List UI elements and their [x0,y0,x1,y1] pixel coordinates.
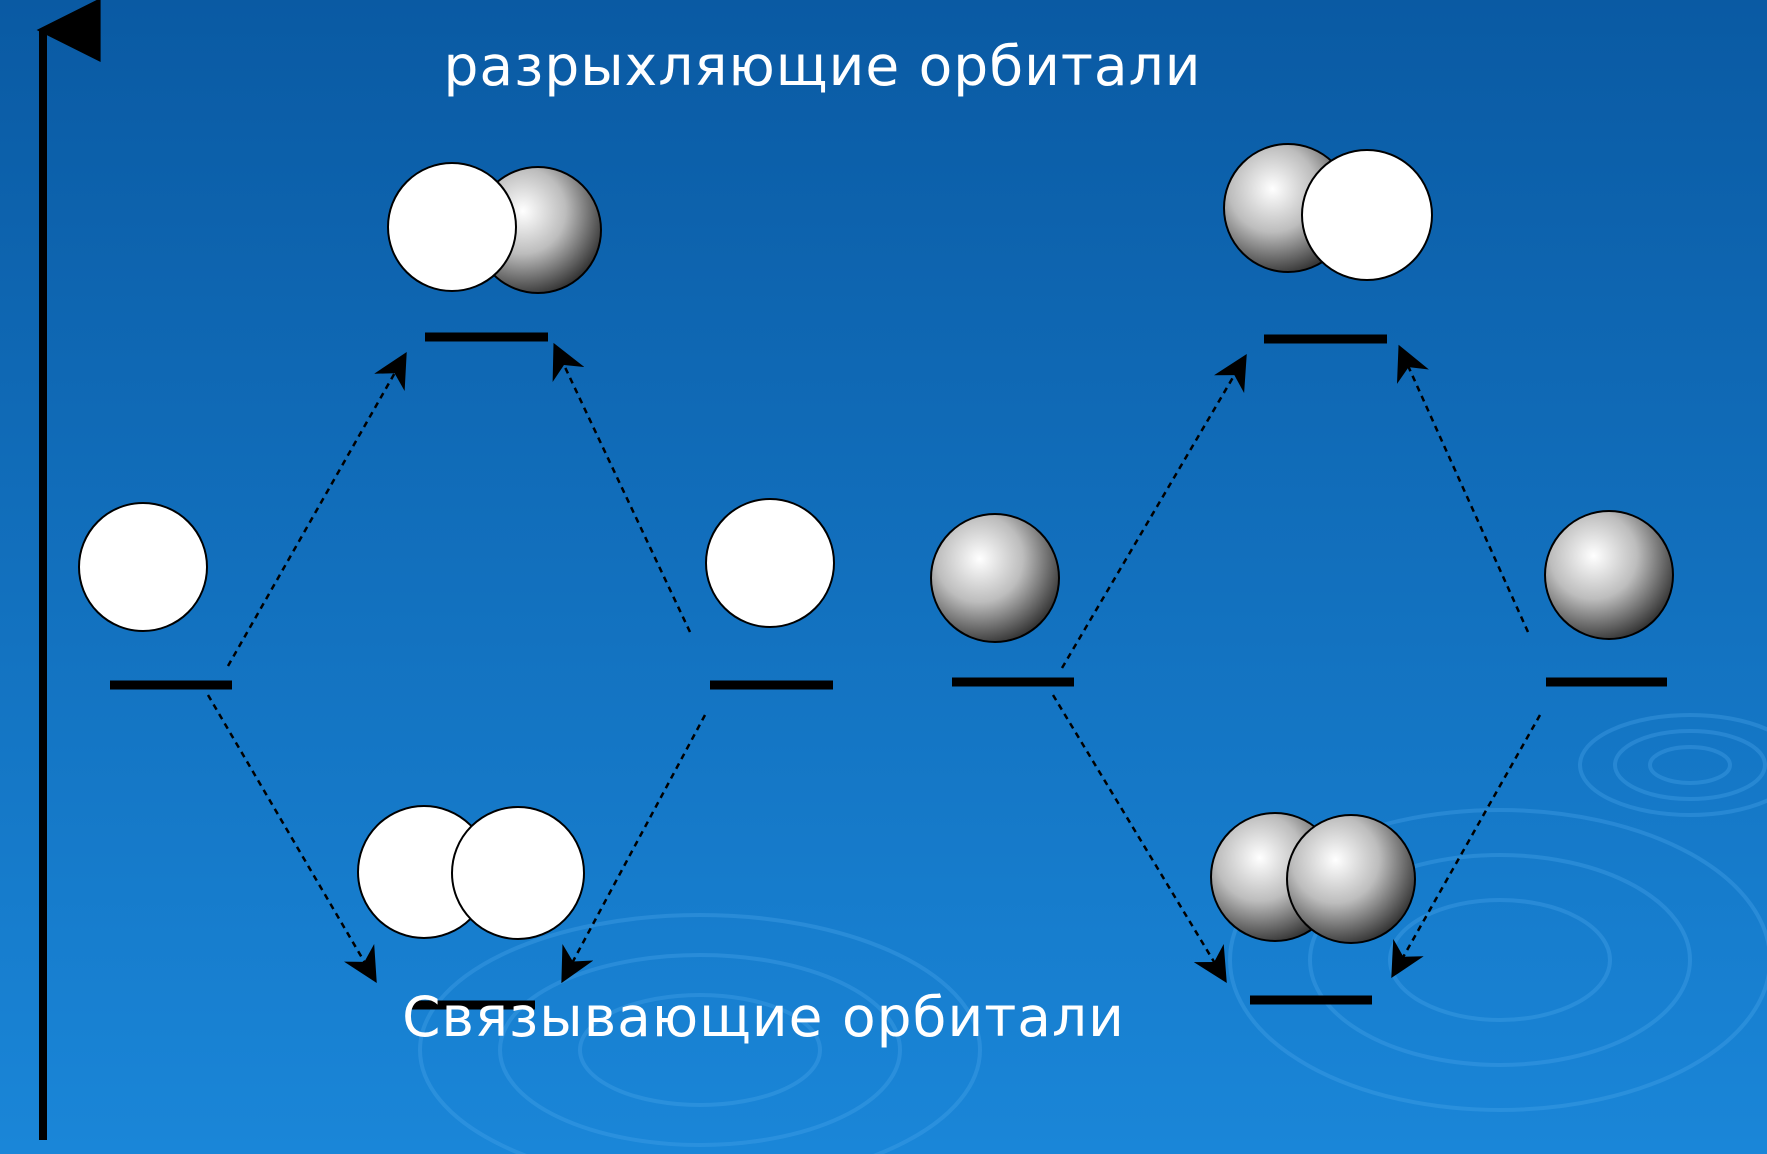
right-arrow-to-bonding-2 [1391,714,1542,979]
right-mo-diagram [930,143,1674,1005]
right-arrow-to-antibonding-2 [1396,344,1530,633]
left-arrow-to-bonding-1 [206,694,377,984]
left-antibonding-lobe-white [387,162,517,292]
right-arrow-to-antibonding-1 [1060,353,1247,669]
left-bonding-lobe-2 [451,806,585,940]
antibonding-orbitals-label: разрыхляющие орбитали [443,34,1202,98]
right-atomic-orbital-1 [930,513,1060,643]
left-atomic-orbital-1 [78,502,208,632]
water-ripples-decoration [418,713,1767,1154]
left-arrow-to-antibonding-2 [552,342,692,633]
right-atomic-orbital-2 [1544,510,1674,640]
left-mo-diagram [78,162,835,1010]
right-bonding-lobe-2 [1286,814,1416,944]
right-arrow-to-bonding-1 [1051,694,1227,983]
bonding-orbitals-label: Связывающие орбитали [402,985,1125,1049]
left-arrow-to-antibonding-1 [226,351,407,667]
left-atomic-orbital-2 [705,498,835,628]
right-antibonding-lobe-white [1301,149,1433,281]
